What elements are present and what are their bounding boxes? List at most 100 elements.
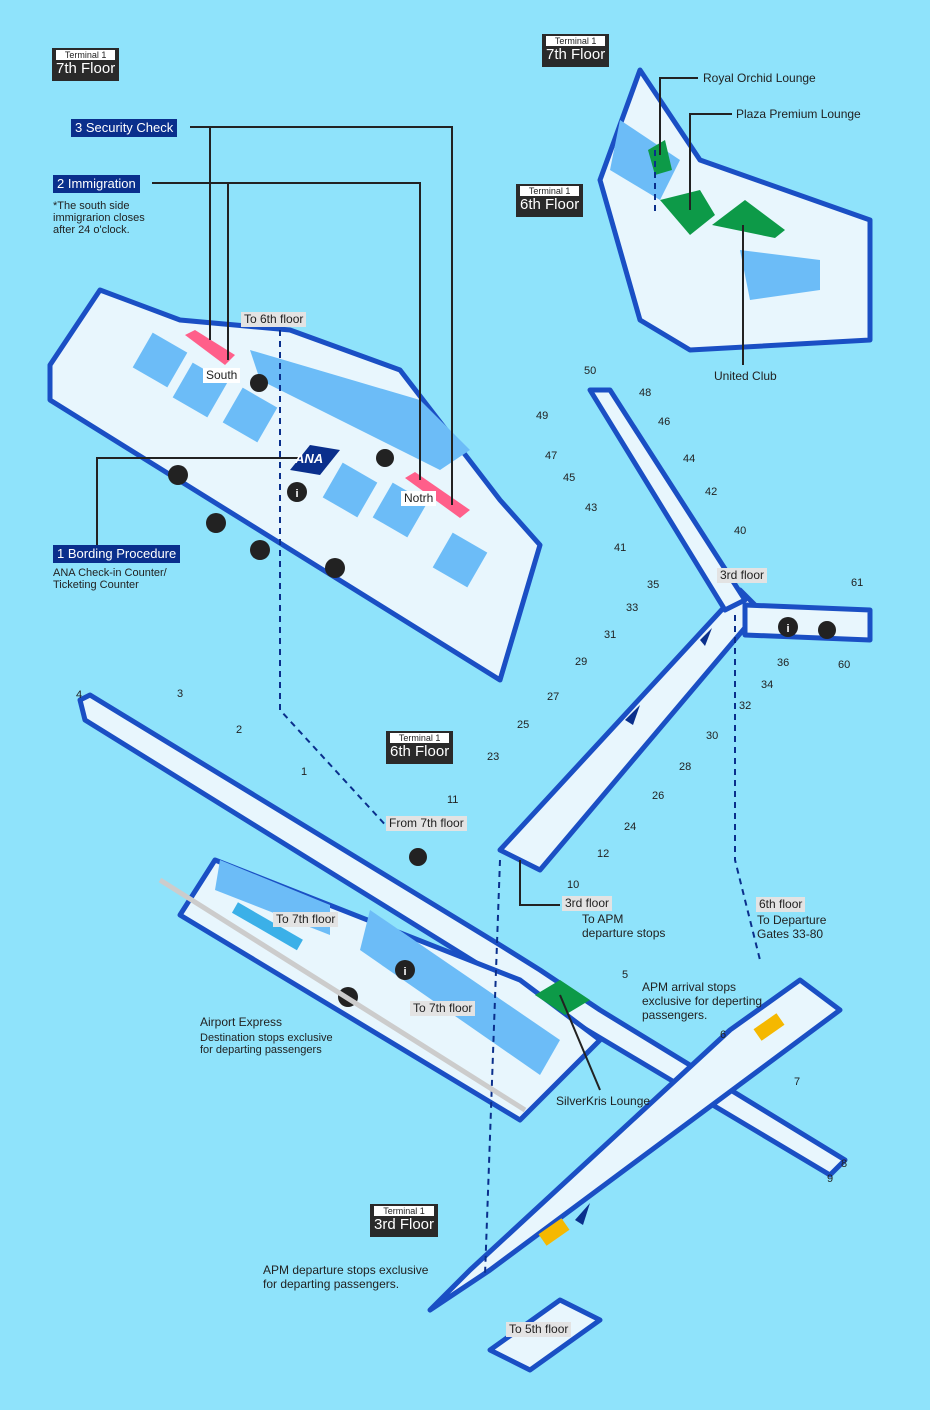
gate-number: 47 (545, 450, 558, 462)
to-7th-floor-label: To 7th floor (410, 1001, 476, 1016)
gate-number: 60 (838, 659, 851, 671)
gate-number: 43 (585, 502, 598, 514)
gate-number: 11 (447, 794, 459, 806)
gate-number: 5 (622, 969, 629, 981)
immigration-note: *The south side immigrarion closes after… (53, 200, 145, 236)
walk-arrows (575, 628, 712, 1225)
gate-number: 48 (639, 387, 652, 399)
shops (132, 120, 820, 1075)
gate-number: 6 (720, 1029, 727, 1041)
counter-icon (818, 621, 836, 639)
info-icon (778, 617, 798, 637)
gate-number: 50 (584, 365, 597, 377)
info-icon (287, 482, 307, 502)
north-pier (587, 387, 748, 613)
checkpoints (185, 330, 470, 518)
counter-icon (250, 374, 268, 392)
svg-text:i: i (295, 488, 298, 500)
gate-number: 30 (706, 730, 719, 742)
south-label: South (203, 368, 241, 383)
silverkris-lounge-label: SilverKris Lounge (556, 1094, 651, 1108)
united-club-label: United Club (714, 369, 777, 383)
to-5th-floor-label: To 5th floor (506, 1322, 572, 1337)
gate-number: 34 (761, 679, 774, 691)
gate-number: 28 (679, 761, 692, 773)
counter-icon (409, 848, 427, 866)
gate-number: 25 (517, 719, 530, 731)
3rd-floor-label: 3rd floor (562, 896, 613, 911)
gate-number: 29 (575, 656, 588, 668)
lounges (535, 140, 785, 1015)
taxi-icon (250, 540, 270, 560)
counter-icon (376, 449, 394, 467)
gate-number: 27 (547, 691, 560, 703)
gate-number: 49 (536, 410, 549, 422)
gate-number: 31 (604, 629, 617, 641)
apm-train (538, 1218, 570, 1246)
6th-floor-concourse (77, 692, 848, 1178)
security-check-step: 3 Security Check (71, 119, 178, 137)
gate-number: 36 (777, 657, 790, 669)
gate-number: 42 (705, 486, 718, 498)
boarding-note: ANA Check-in Counter/ Ticketing Counter (53, 567, 167, 591)
svg-text:i: i (786, 623, 789, 635)
terminal-label: Terminal 1 (546, 36, 606, 46)
gate-number: 45 (563, 472, 576, 484)
floor-label: 7th Floor (56, 60, 116, 77)
from-7th-floor-label: From 7th floor (386, 816, 467, 831)
plaza-premium-lounge (660, 190, 715, 235)
6th-floor-label: 6th floor (756, 897, 806, 912)
to-gates-label: To Departure Gates 33-80 (757, 913, 827, 941)
gate-number: 46 (658, 416, 671, 428)
3rd-floor-north-label: 3rd floor (717, 568, 768, 583)
gate-number: 35 (647, 579, 660, 591)
royal-orchid-lounge-label: Royal Orchid Lounge (703, 71, 816, 85)
immigration-step: 2 Immigration (53, 175, 140, 193)
airport-express-train (231, 902, 303, 951)
gate-number: 40 (734, 525, 747, 537)
facility-icons (168, 374, 836, 1007)
boarding-procedure-step: 1 Bording Procedure (53, 545, 181, 563)
apm-departure-label: APM departure stops exclusive for depart… (263, 1263, 429, 1291)
gate-number: 2 (236, 724, 243, 736)
apm-train (753, 1013, 785, 1041)
info-icon (395, 960, 415, 980)
to-6th-floor-label: To 6th floor (241, 312, 307, 327)
terminal-label: Terminal 1 (374, 1206, 435, 1216)
terminal-label: Terminal 1 (520, 186, 580, 196)
floor-label: 6th Floor (390, 743, 450, 760)
gate-number: 7 (794, 1076, 801, 1088)
gate-number: 1 (301, 766, 308, 778)
3rd-floor-apm (427, 977, 843, 1313)
gate-number: 3 (177, 688, 184, 700)
plaza-premium-lounge-label: Plaza Premium Lounge (736, 107, 861, 121)
terminal-label: Terminal 1 (56, 50, 116, 60)
gate-number: 8 (841, 1158, 848, 1170)
gate-number: 24 (624, 821, 637, 833)
gate-number: 9 (827, 1173, 834, 1185)
gate-number: 12 (597, 848, 610, 860)
silverkris-lounge (535, 980, 590, 1015)
floor-connectors (279, 150, 761, 1276)
svg-text:i: i (403, 966, 406, 978)
bus-icon (325, 558, 345, 578)
to-apm-label: To APM departure stops (582, 912, 666, 940)
to-7th-floor-label: To 7th floor (273, 912, 339, 927)
ana-logo-text: ANA (295, 451, 324, 466)
callout-lines (96, 77, 744, 1091)
ana-logo (290, 445, 340, 475)
gate-number: 10 (567, 879, 580, 891)
bus-icon (168, 465, 188, 485)
gate-number: 41 (614, 542, 627, 554)
gate-number: 4 (76, 689, 83, 701)
taxi-icon (206, 513, 226, 533)
gate-number: 32 (739, 700, 752, 712)
gate-number: 61 (851, 577, 864, 589)
gate-number: 26 (652, 790, 665, 802)
united-club (712, 200, 785, 238)
terminal-label: Terminal 1 (390, 733, 450, 743)
airport-express-track (158, 877, 527, 1113)
